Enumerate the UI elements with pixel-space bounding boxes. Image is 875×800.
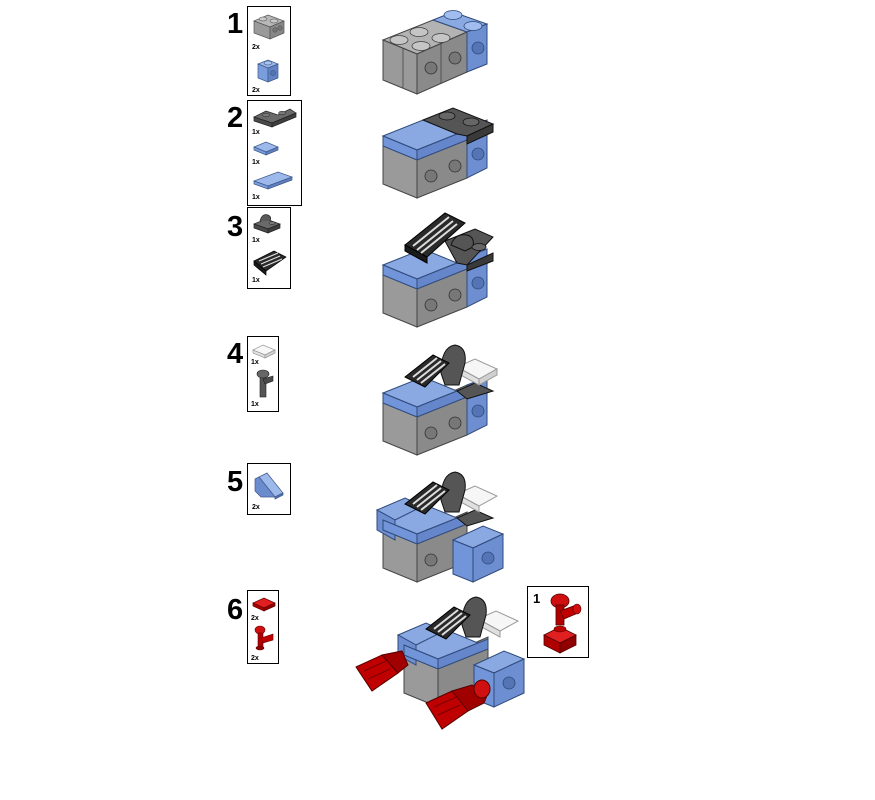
qty-label: 1x xyxy=(252,277,260,284)
blue-tile-small-icon xyxy=(252,139,282,157)
white-grille-tile-icon xyxy=(251,340,277,360)
step-number-2: 2 xyxy=(227,102,244,134)
parts-list-step-5: 2x xyxy=(247,463,291,515)
parts-list-step-4: 1x 1x xyxy=(247,336,279,412)
dark-plate-icon xyxy=(252,105,297,129)
parts-list-step-6: 2x 2x xyxy=(247,590,279,664)
parts-list-step-3: 1x 1x xyxy=(247,207,291,289)
parts-list-step-2: 1x 1x 1x xyxy=(247,100,302,206)
gray-brick-icon xyxy=(252,11,286,41)
subassembly-step-number: 1 xyxy=(533,591,541,606)
blue-brick-icon xyxy=(256,56,280,86)
subassembly-callout: 1 xyxy=(527,586,589,658)
step-number-3: 3 xyxy=(227,211,244,243)
dark-clip-icon xyxy=(252,211,284,237)
assembly-step-1 xyxy=(375,2,505,97)
assembly-step-3 xyxy=(375,205,505,333)
assembly-step-2 xyxy=(375,98,505,203)
step-number-6: 6 xyxy=(227,594,244,626)
qty-label: 2x xyxy=(251,655,259,662)
red-arm-assembly-icon xyxy=(540,591,584,655)
qty-label: 1x xyxy=(252,237,260,244)
assembly-step-4 xyxy=(375,333,505,461)
parts-list-step-1: 2x 2x xyxy=(247,6,291,96)
red-arm-icon xyxy=(251,624,277,652)
qty-label: 1x xyxy=(252,159,260,166)
grille-slope-icon xyxy=(252,247,288,277)
blue-slope-icon xyxy=(253,467,287,500)
qty-label: 2x xyxy=(252,504,260,511)
qty-label: 1x xyxy=(251,401,259,408)
qty-label: 2x xyxy=(252,44,260,51)
assembly-step-6 xyxy=(352,585,532,735)
dark-lever-icon xyxy=(251,367,277,401)
qty-label: 1x xyxy=(251,359,259,366)
qty-label: 1x xyxy=(252,129,260,136)
blue-tile-long-icon xyxy=(252,169,294,191)
assembly-step-5 xyxy=(375,460,510,588)
qty-label: 2x xyxy=(251,615,259,622)
step-number-4: 4 xyxy=(227,338,244,370)
qty-label: 2x xyxy=(252,87,260,94)
step-number-5: 5 xyxy=(227,466,244,498)
red-plate-icon xyxy=(251,595,277,613)
step-number-1: 1 xyxy=(227,8,244,40)
qty-label: 1x xyxy=(252,194,260,201)
